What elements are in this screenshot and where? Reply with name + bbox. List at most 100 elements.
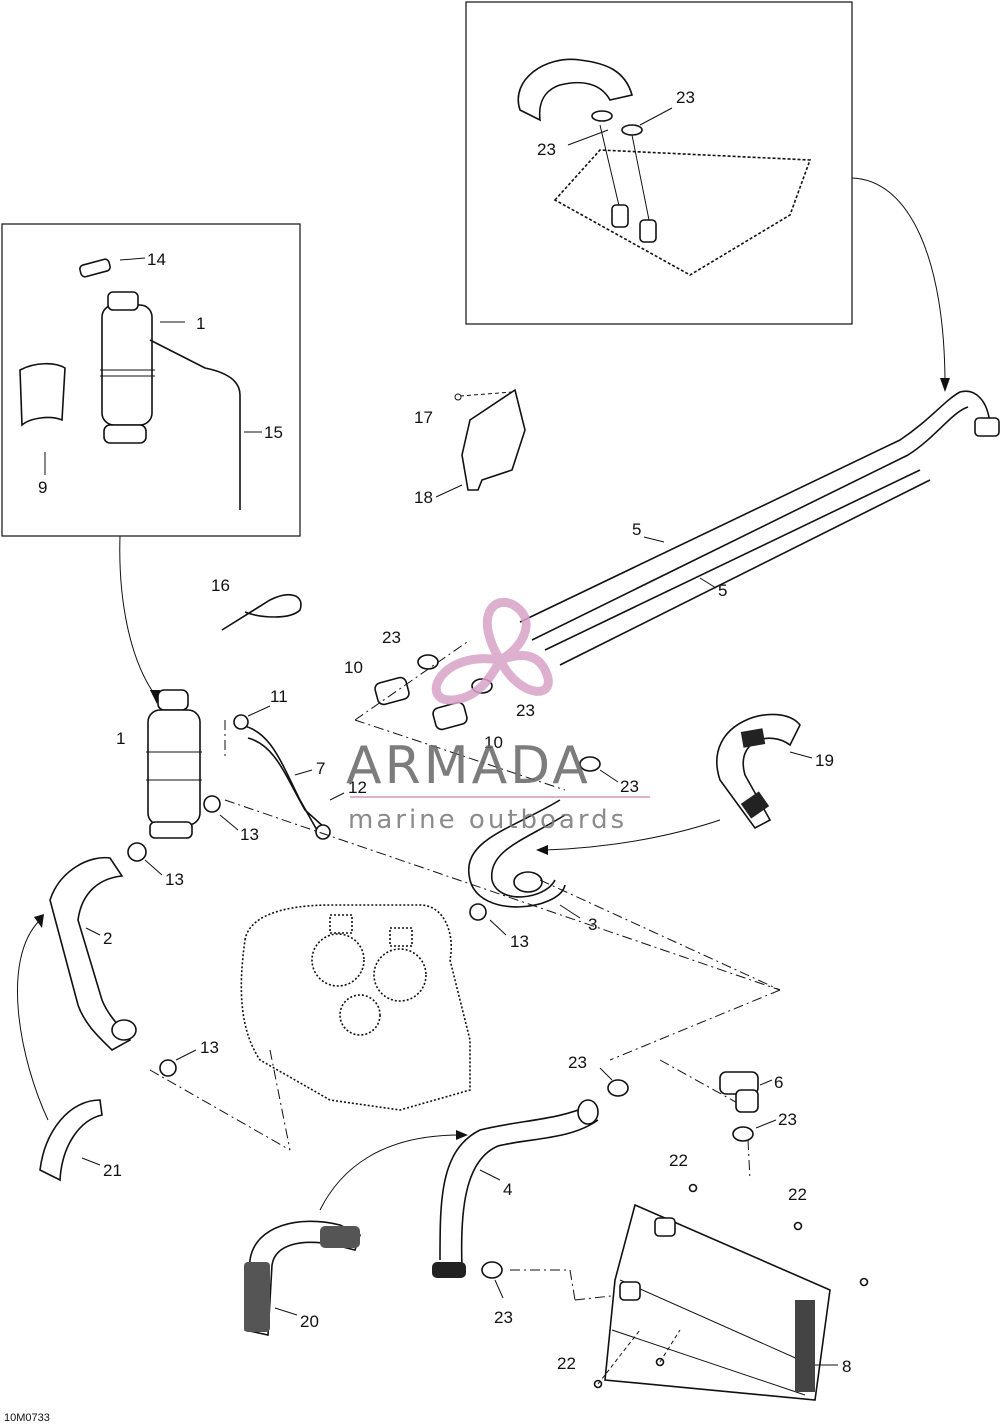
heat-exchanger-group: 22 22 22 8 — [557, 1151, 869, 1401]
callout-18: 18 — [414, 488, 433, 507]
watermark-tagline: marine outboards — [348, 805, 627, 835]
tank-neck — [107, 291, 139, 311]
tank-cap — [79, 258, 111, 278]
inset-coolant-tank: 14 1 15 9 — [1, 223, 301, 537]
callout-9: 9 — [38, 478, 47, 497]
hose-elbows-inset — [517, 58, 633, 122]
fitting-inset-right — [639, 219, 657, 243]
callout-10: 10 — [344, 658, 363, 677]
lower-right-hoses: 23 6 23 4 23 — [319, 1053, 797, 1327]
callout-23: 23 — [568, 1053, 587, 1072]
callout-23: 23 — [516, 701, 535, 720]
tank-outlet-main — [149, 821, 193, 839]
callout-14: 14 — [147, 250, 166, 269]
connector-tube — [432, 701, 468, 731]
screw — [793, 1221, 803, 1231]
callout-17: 17 — [414, 408, 433, 427]
tank-cap-main — [157, 689, 189, 711]
grommet — [732, 1126, 754, 1142]
heat-shield — [19, 362, 66, 427]
callout-23: 23 — [620, 777, 639, 796]
engine — [149, 879, 781, 1151]
callout-15: 15 — [264, 423, 283, 442]
callout-22: 22 — [669, 1151, 688, 1170]
callout-13: 13 — [510, 932, 529, 951]
callout-10: 10 — [484, 733, 503, 752]
screw — [859, 1277, 869, 1287]
callout-11: 11 — [270, 687, 288, 706]
callout-13: 13 — [165, 870, 184, 889]
coolant-tank — [101, 304, 153, 426]
hose-21 — [39, 1099, 103, 1182]
callout-4: 4 — [503, 1180, 512, 1199]
diagram-code: 10M0733 — [4, 1412, 50, 1424]
connector-arrow-tank — [119, 535, 156, 696]
callout-7: 7 — [316, 759, 325, 778]
heat-exchanger — [604, 1203, 831, 1401]
lower-left-hoses: 2 13 21 — [16, 856, 219, 1182]
hose-end-fitting — [974, 417, 1000, 437]
hose-3-end — [513, 871, 543, 893]
coolant-tank-main-group: 11 1 7 12 13 13 — [116, 687, 781, 991]
heat-exchanger-plate — [553, 149, 812, 276]
upper-hoses: 19 23 3 13 — [467, 713, 834, 951]
callout-1: 1 — [196, 314, 205, 333]
small-hose — [239, 724, 319, 833]
tie-strap — [221, 594, 302, 631]
tank-outlet — [103, 424, 147, 444]
screw — [688, 1183, 698, 1193]
callout-16: 16 — [211, 576, 230, 595]
callout-13: 13 — [200, 1038, 219, 1057]
callout-23: 23 — [382, 628, 401, 647]
grommet-inset-left — [591, 110, 613, 122]
callout-19: 19 — [815, 751, 834, 770]
callout-2: 2 — [103, 929, 112, 948]
overflow-hose — [149, 339, 241, 510]
watermark: ARMADA marine outboards — [346, 597, 650, 835]
callout-21: 21 — [103, 1161, 122, 1180]
propeller-logo — [431, 597, 553, 705]
grommet — [579, 756, 601, 772]
connector-tube — [374, 676, 410, 706]
hose-2 — [49, 856, 132, 1051]
callout-8: 8 — [842, 1357, 851, 1376]
callout-3: 3 — [588, 915, 597, 934]
mounting-bracket — [461, 388, 526, 491]
hose-20-group: 20 — [244, 1220, 361, 1336]
clamp — [159, 1059, 177, 1077]
callout-1: 1 — [116, 729, 125, 748]
callout-23: 23 — [676, 88, 695, 107]
callout-23: 23 — [778, 1110, 797, 1129]
watermark-brand: ARMADA — [346, 736, 591, 796]
hose-fittings: 23 10 10 23 — [344, 628, 566, 791]
callout-22: 22 — [557, 1354, 576, 1373]
clamp — [469, 903, 487, 921]
callout-5: 5 — [632, 520, 641, 539]
callout-23: 23 — [537, 140, 556, 159]
callout-23: 23 — [494, 1308, 513, 1327]
grommet-inset-right — [621, 124, 643, 136]
coolant-tank-main — [147, 709, 201, 826]
long-hoses: 5 5 — [519, 390, 1000, 666]
hose-3 — [467, 799, 566, 908]
callout-12: 12 — [348, 778, 367, 797]
callout-20: 20 — [300, 1312, 319, 1331]
connector-arrow-inset — [851, 177, 946, 386]
inset-frame-top-right — [465, 1, 853, 325]
hose-4 — [439, 1104, 591, 1261]
callout-13: 13 — [240, 825, 259, 844]
clamp — [315, 824, 331, 840]
grommet — [607, 1079, 629, 1097]
grommet — [417, 654, 439, 670]
inset-frame-left — [1, 223, 301, 537]
hose-19 — [716, 713, 801, 830]
clamp — [127, 842, 147, 862]
bracket-assembly: 17 18 — [414, 388, 526, 507]
callout-22: 22 — [788, 1185, 807, 1204]
inset-heat-exchanger: 23 23 — [465, 1, 853, 325]
callout-6: 6 — [774, 1073, 783, 1092]
clamp — [203, 795, 221, 813]
grommet — [481, 1261, 503, 1279]
callout-5: 5 — [718, 581, 727, 600]
